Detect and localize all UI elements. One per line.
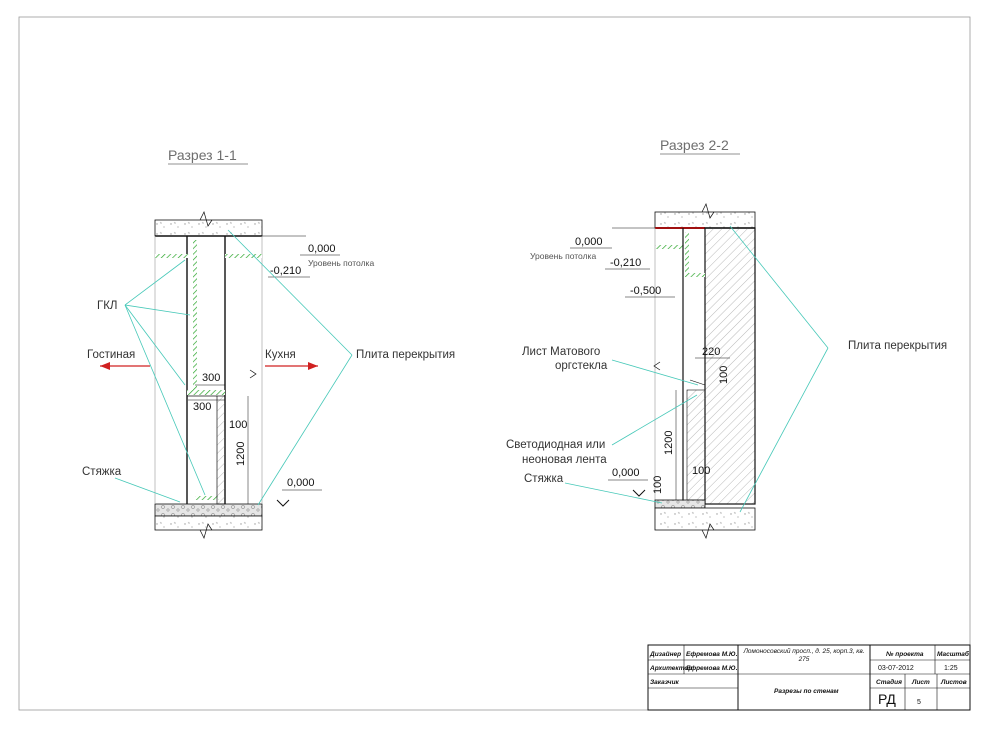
level-ceiling-1: 0,000 bbox=[308, 243, 336, 255]
section-2-title: Разрез 2-2 bbox=[660, 137, 729, 153]
dim-300-top: 300 bbox=[202, 372, 220, 384]
main-wall-2 bbox=[704, 227, 756, 505]
tb-sheets-label: Листов bbox=[940, 679, 967, 686]
dim-100-top-2: 100 bbox=[718, 366, 730, 384]
gkl-ceiling-2 bbox=[655, 245, 685, 249]
section-1-1: Разрез 1-1 Гостиная Кухня bbox=[82, 147, 455, 539]
gkl-bottom bbox=[195, 496, 219, 500]
label-slab-2: Плита перекрытия bbox=[848, 340, 947, 352]
screed-1 bbox=[154, 503, 263, 517]
label-screed-1: Стяжка bbox=[82, 466, 122, 478]
tb-architect-role: Архитектор bbox=[649, 665, 692, 672]
tb-designer-role: Дизайнер bbox=[649, 650, 681, 658]
label-led-line1: Светодиодная или bbox=[506, 439, 605, 451]
level-minus-210-1: -0,210 bbox=[270, 265, 301, 277]
tb-drawing-name: Разрезы по стенам bbox=[774, 688, 839, 695]
level-floor-2: 0,000 bbox=[612, 467, 640, 479]
dim-1200-2: 1200 bbox=[663, 431, 675, 455]
room-label-living: Гостиная bbox=[87, 349, 135, 361]
tb-address: Ломоносовский просп., д. 25, корп.3, кв.… bbox=[743, 648, 865, 663]
screed-2 bbox=[654, 499, 706, 509]
gkl-shelf bbox=[187, 390, 225, 395]
label-screed-2: Стяжка bbox=[524, 473, 564, 485]
label-slab-1: Плита перекрытия bbox=[356, 349, 455, 361]
tb-designer-name: Ефремова М.Ю. bbox=[686, 651, 738, 658]
level-ceiling-caption-1: Уровень потолка bbox=[308, 258, 374, 268]
top-slab-1 bbox=[154, 219, 263, 237]
niche-hatch-2 bbox=[686, 389, 706, 501]
section-1-title: Разрез 1-1 bbox=[168, 147, 237, 163]
section-2-2: Разрез 2-2 0,000 Уровень потолка -0,210 … bbox=[506, 137, 947, 539]
dim-100-left-2: 100 bbox=[652, 476, 664, 494]
label-glass-line2: оргстекла bbox=[555, 360, 608, 372]
tb-stage-value: РД bbox=[878, 691, 896, 707]
niche-hatch-1 bbox=[216, 395, 226, 505]
tb-sheet-value: 5 bbox=[917, 699, 921, 706]
bottom-slab-1 bbox=[154, 515, 263, 531]
tb-client-role: Заказчик bbox=[650, 679, 680, 686]
room-label-kitchen: Кухня bbox=[265, 349, 296, 361]
tb-project-date: 03-07-2012 bbox=[878, 665, 914, 672]
level-ceiling-caption-2: Уровень потолка bbox=[530, 251, 596, 261]
level-minus-500-2: -0,500 bbox=[630, 285, 661, 297]
leaders-1 bbox=[114, 229, 353, 506]
tb-architect-name: Ефремова М.Ю. bbox=[686, 665, 738, 672]
gkl-vertical-2 bbox=[685, 232, 689, 277]
dim-100-1: 100 bbox=[229, 419, 247, 431]
gkl-return-2 bbox=[685, 273, 705, 277]
title-block: Дизайнер Ефремова М.Ю. Архитектор Ефремо… bbox=[647, 644, 971, 711]
tb-project-no-label: № проекта bbox=[886, 651, 924, 658]
gkl-ceiling-right bbox=[225, 254, 262, 258]
dim-1200-1: 1200 bbox=[235, 442, 247, 466]
gkl-vertical-1 bbox=[193, 240, 197, 390]
leaders-2 bbox=[564, 225, 829, 513]
gkl-ceiling-left bbox=[155, 254, 189, 258]
sheet-frame bbox=[18, 16, 971, 711]
level-minus-210-2: -0,210 bbox=[610, 257, 641, 269]
tb-stage-label: Стадия bbox=[876, 678, 902, 686]
level-floor-1: 0,000 bbox=[287, 477, 315, 489]
tb-scale-label: Масштаб bbox=[937, 650, 970, 658]
top-slab-2 bbox=[654, 211, 756, 229]
label-led-line2: неоновая лента bbox=[522, 454, 607, 466]
label-gkl: ГКЛ bbox=[97, 300, 117, 312]
level-ceiling-2: 0,000 bbox=[575, 236, 603, 248]
bottom-slab-2 bbox=[654, 507, 756, 531]
dim-300-bottom: 300 bbox=[193, 401, 211, 413]
label-glass-line1: Лист Матового bbox=[522, 346, 600, 358]
tb-sheet-label: Лист bbox=[911, 679, 930, 686]
tb-scale-value: 1:25 bbox=[944, 665, 958, 672]
dim-220-2: 220 bbox=[702, 346, 720, 358]
dim-100-bottom-2: 100 bbox=[692, 465, 710, 477]
